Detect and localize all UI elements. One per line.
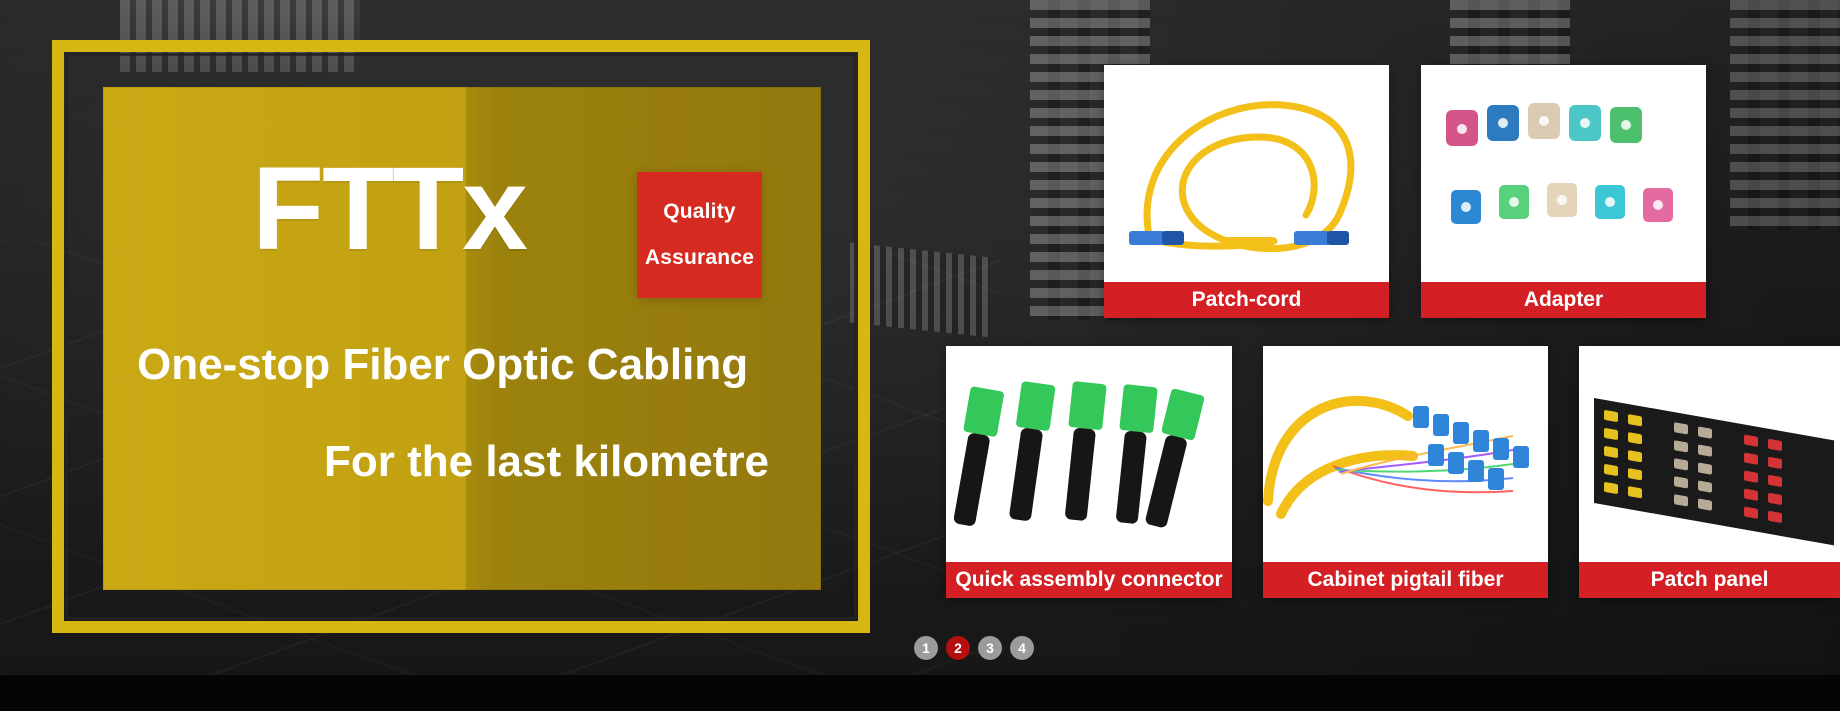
yellow-panel	[103, 87, 821, 590]
product-card-cabinet-pigtail-fiber[interactable]: Cabinet pigtail fiber	[1263, 346, 1548, 598]
quality-assurance-badge: Quality Assurance	[637, 172, 762, 298]
product-label: Adapter	[1421, 282, 1706, 318]
fiber-adapter-svg	[1421, 65, 1706, 282]
carousel-page-4[interactable]: 4	[1010, 636, 1034, 660]
cabinet-pigtail-fiber-svg	[1263, 346, 1548, 562]
fiber-adapter-icon	[1421, 65, 1706, 282]
patch-panel-svg	[1579, 346, 1840, 562]
cabinet-pigtail-fiber-icon	[1263, 346, 1548, 562]
carousel-page-2[interactable]: 2	[946, 636, 970, 660]
background-shelf	[850, 242, 990, 338]
product-label: Cabinet pigtail fiber	[1263, 562, 1548, 598]
product-card-patch-cord[interactable]: Patch-cord	[1104, 65, 1389, 318]
product-label: Patch panel	[1579, 562, 1840, 598]
hero-title: FTTx	[252, 143, 528, 275]
product-card-quick-assembly-connector[interactable]: Quick assembly connector	[946, 346, 1232, 598]
patch-panel-icon	[1579, 346, 1840, 562]
fiber-patch-cord-svg	[1104, 65, 1389, 282]
background-rack-column	[1730, 0, 1840, 230]
carousel-page-3[interactable]: 3	[978, 636, 1002, 660]
hero-headline: One-stop Fiber Optic Cabling	[137, 340, 749, 389]
quick-assembly-connector-icon	[946, 346, 1232, 562]
carousel-page-1[interactable]: 1	[914, 636, 938, 660]
quick-assembly-connector-svg	[946, 346, 1232, 562]
background-rack-left	[120, 0, 360, 72]
carousel-pagination: 1 2 3 4	[914, 635, 1034, 661]
hero-banner: FTTx Quality Assurance One-stop Fiber Op…	[0, 0, 1840, 675]
hero-subheadline: For the last kilometre	[324, 437, 770, 486]
fiber-patch-cord-icon	[1104, 65, 1389, 282]
dark-inner-frame	[65, 53, 857, 620]
yellow-panel-shade	[466, 87, 821, 590]
product-label: Patch-cord	[1104, 282, 1389, 318]
product-card-adapter[interactable]: Adapter	[1421, 65, 1706, 318]
badge-line-1: Quality	[663, 200, 736, 223]
product-label: Quick assembly connector	[946, 562, 1232, 598]
product-card-patch-panel[interactable]: Patch panel	[1579, 346, 1840, 598]
badge-line-2: Assurance	[644, 246, 755, 269]
bottom-band	[0, 675, 1840, 711]
yellow-outer-frame	[52, 40, 870, 633]
